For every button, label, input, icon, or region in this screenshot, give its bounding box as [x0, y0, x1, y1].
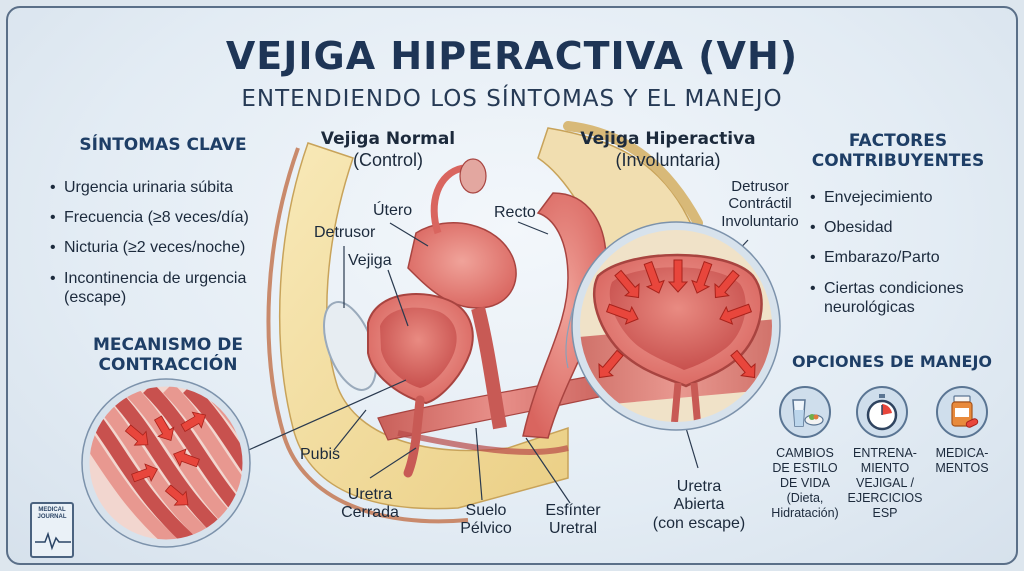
contraction-arrow: [605, 303, 639, 325]
skin-outline: [266, 147, 469, 524]
muscle-fiber: [143, 383, 246, 543]
label-uretra-abierta: Uretra Abierta (con escape): [652, 478, 746, 532]
mechanism-arrow: [180, 411, 207, 433]
closed-urethra: [403, 395, 425, 478]
management-option-bladder-training: ENTRENA- MIENTO VEJIGAL / EJERCICIOS ESP: [847, 446, 923, 520]
contraction-arrow: [643, 260, 665, 294]
label-recto: Recto: [494, 204, 536, 221]
pill-bottle-icon: [936, 386, 988, 438]
factor-item: Ciertas condiciones neurológicas: [810, 279, 990, 317]
magnifier-ring: [572, 222, 780, 430]
symptom-item: Frecuencia (≥8 veces/día): [50, 208, 280, 227]
factor-item: Embarazo/Parto: [810, 248, 990, 267]
label-detrusor: Detrusor: [314, 224, 376, 241]
management-option-lifestyle: CAMBIOS DE ESTILO DE VIDA (Dieta, Hidrat…: [771, 446, 839, 520]
contraction-arrow: [714, 269, 740, 299]
page-subtitle: ENTENDIENDO LOS SÍNTOMAS Y EL MANEJO: [241, 86, 783, 112]
symptom-item: Incontinencia de urgencia (escape): [50, 269, 280, 307]
contraction-arrow: [667, 259, 689, 293]
symptom-item: Nicturia (≥2 veces/noche): [50, 238, 280, 257]
mechanism-arrow: [173, 448, 200, 468]
mechanism-heading: MECANISMO DE CONTRACCIÓN: [93, 335, 243, 375]
normal-bladder-title: Vejiga Normal (Control): [320, 129, 456, 170]
overactive-bladder-title: Vejiga Hiperactiva (Involuntaria): [580, 129, 756, 170]
factors-heading: FACTORES CONTRIBUYENTES: [811, 131, 985, 171]
muscle-fiber: [86, 383, 203, 543]
label-esfinter-uretral: Esfínter Uretral: [545, 502, 601, 538]
mechanism-ring: [82, 379, 250, 547]
mechanism-arrow: [124, 424, 149, 446]
management-heading: OPCIONES DE MANEJO: [792, 352, 992, 371]
infographic-frame: VEJIGA HIPERACTIVA (VH) ENTENDIENDO LOS …: [6, 6, 1018, 565]
factors-list: Envejecimiento Obesidad Embarazo/Parto C…: [810, 188, 990, 328]
glass-food-icon: [779, 386, 831, 438]
muscle-fiber: [163, 383, 246, 543]
uterus: [407, 222, 517, 309]
contraction-arrow: [730, 349, 756, 379]
symptom-item: Urgencia urinaria súbita: [50, 178, 280, 197]
label-utero: Útero: [373, 202, 413, 219]
medical-journal-logo: MEDICAL JOURNAL: [30, 502, 74, 558]
mechanism-arrow: [153, 415, 175, 442]
page-title: VEJIGA HIPERACTIVA (VH): [225, 34, 799, 78]
stopwatch-icon: [856, 386, 908, 438]
muscle-fiber: [86, 383, 183, 543]
rectum: [522, 192, 607, 439]
management-option-medication: MEDICA- MENTOS: [935, 446, 989, 475]
contraction-arrow: [614, 269, 640, 299]
label-uretra-cerrada: Uretra Cerrada: [341, 486, 399, 522]
symptoms-heading: SÍNTOMAS CLAVE: [79, 135, 247, 155]
sacrum: [563, 121, 703, 228]
contraction-arrow: [691, 260, 713, 294]
label-suelo-pelvico: Suelo Pélvico: [460, 502, 512, 538]
label-pubis: Pubis: [300, 446, 341, 463]
contraction-arrow: [719, 303, 753, 325]
mechanism-arrow: [164, 484, 189, 506]
pelvic-anatomy-illustration: [81, 121, 781, 548]
mechanism-arrow: [131, 463, 158, 483]
label-vejiga: Vejiga: [348, 252, 392, 269]
contraction-arrow: [598, 349, 624, 379]
label-detrusor-involuntario: Detrusor Contráctil Involuntario: [721, 178, 799, 230]
symptoms-list: Urgencia urinaria súbita Frecuencia (≥8 …: [50, 178, 280, 318]
factor-item: Obesidad: [810, 218, 990, 237]
factor-item: Envejecimiento: [810, 188, 990, 207]
